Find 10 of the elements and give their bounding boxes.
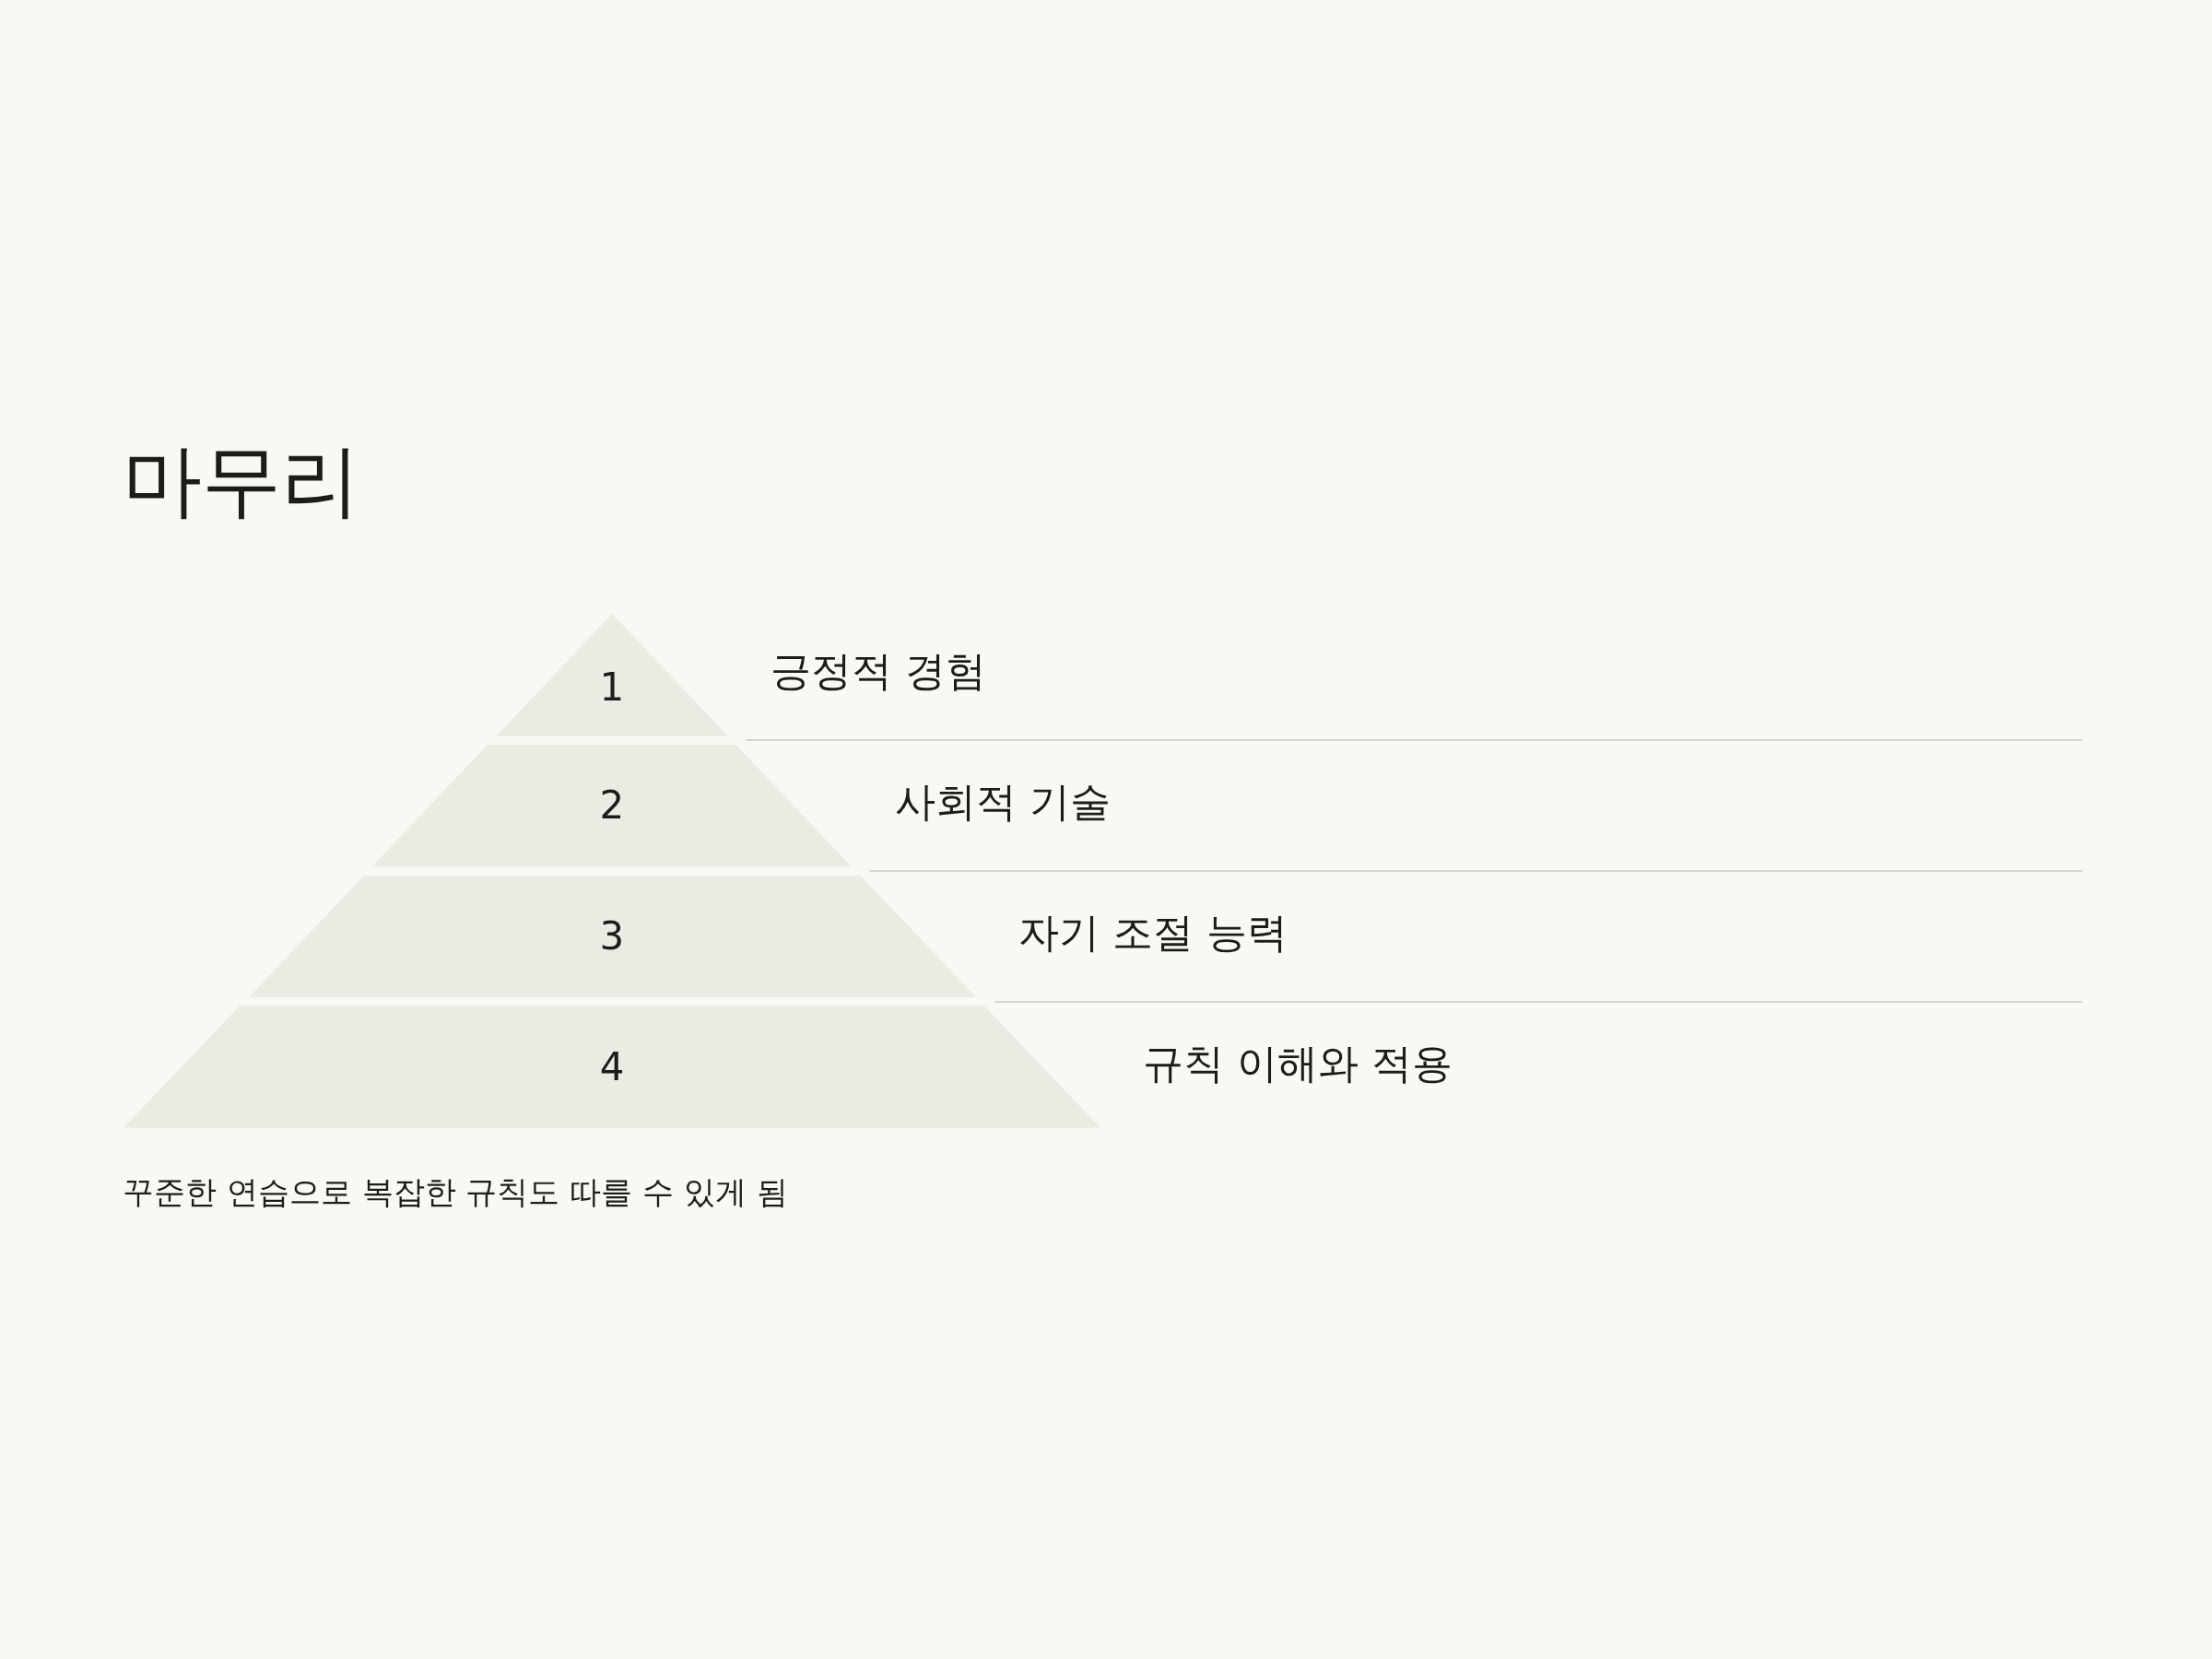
tier-label: 사회적 기술 (894, 782, 1111, 823)
tier-number: 1 (599, 667, 625, 707)
tier-label: 자기 조절 능력 (1018, 912, 1288, 953)
tier-number: 4 (599, 1047, 625, 1087)
tier-number: 3 (599, 916, 625, 956)
tier-label: 긍정적 경험 (771, 651, 987, 692)
tier-label: 규칙 이해와 적용 (1143, 1042, 1453, 1084)
tier-number: 2 (599, 786, 625, 826)
slide-title: 마무리 (123, 441, 360, 520)
caption-text: 꾸준한 연습으로 복잡한 규칙도 따를 수 있게 됨 (123, 1176, 788, 1207)
